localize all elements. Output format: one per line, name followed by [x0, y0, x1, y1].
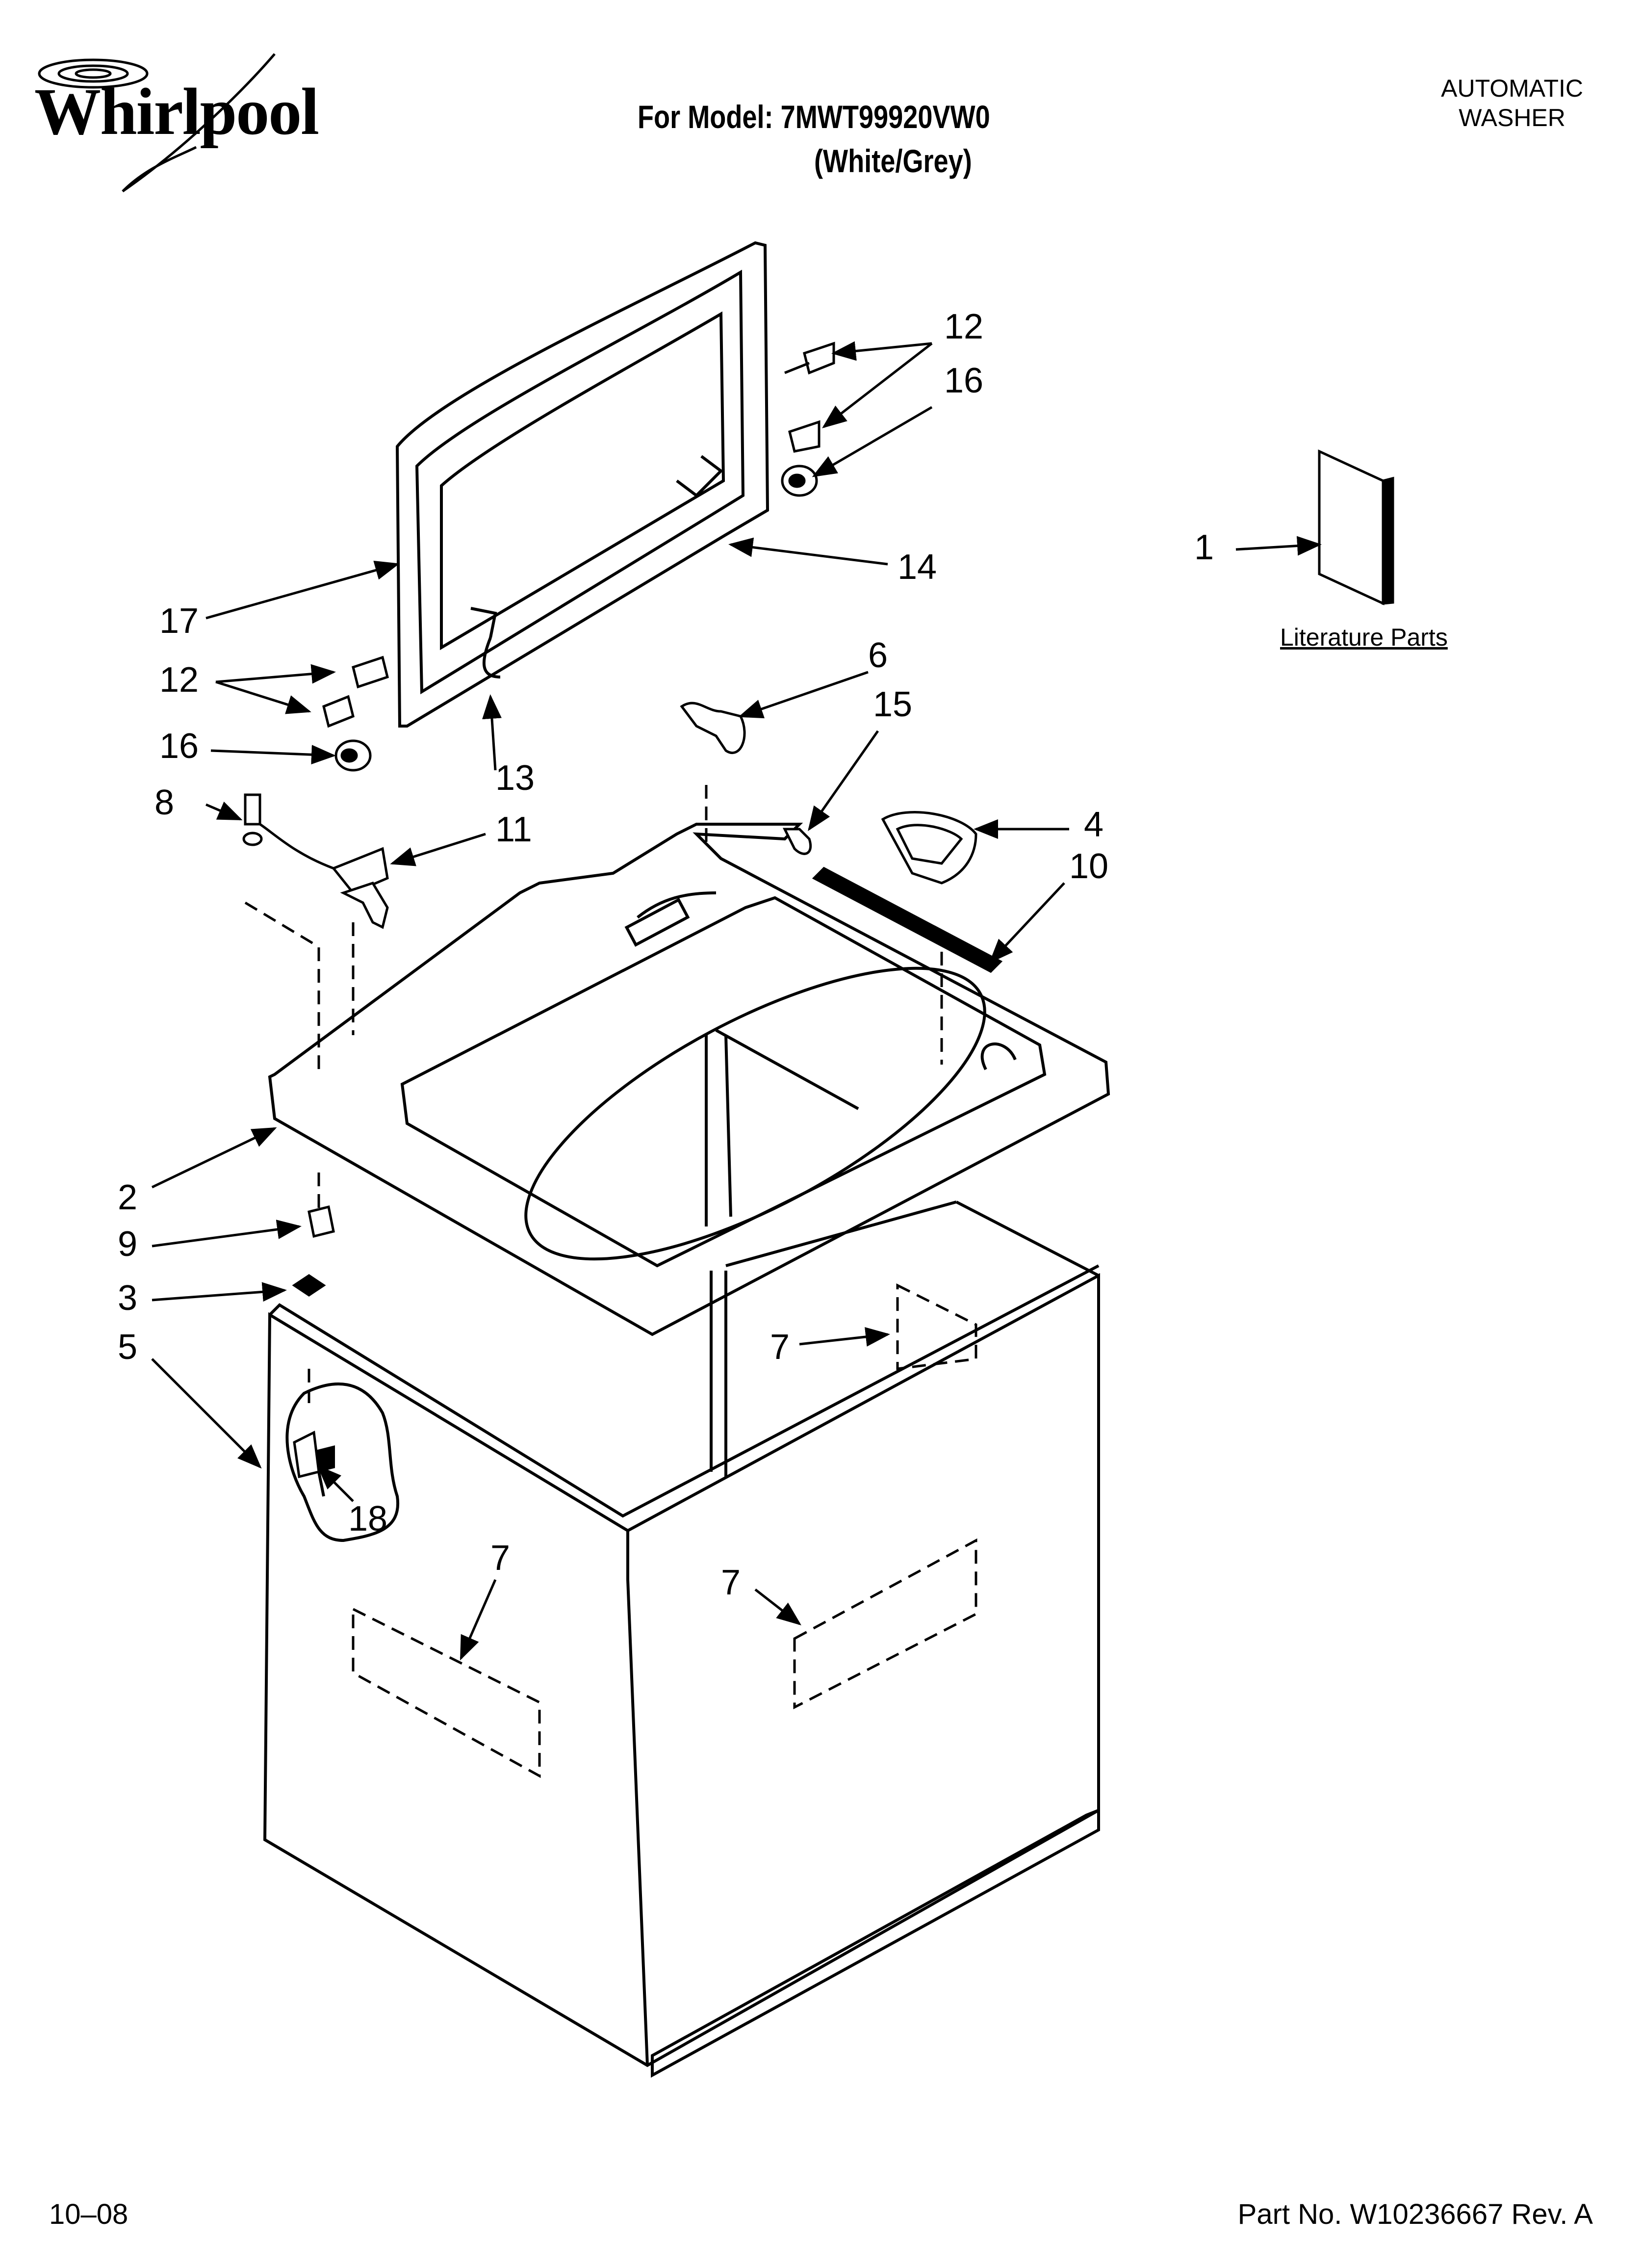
product-type: AUTOMATIC WASHER	[1441, 74, 1583, 132]
literature-parts-label: Literature Parts	[1280, 624, 1448, 651]
bleach-dispenser	[881, 811, 977, 885]
model-color: (White/Grey)	[814, 143, 972, 179]
hardware-parts	[242, 341, 1003, 1479]
callout-7a: 7	[770, 1328, 790, 1367]
hinge-screw-upper	[784, 341, 835, 375]
cabinet-screw	[293, 1431, 320, 1479]
callout-12b: 12	[159, 660, 199, 700]
ground-screw	[242, 793, 263, 846]
hinge-screw-lower	[788, 420, 821, 453]
callout-14: 14	[898, 547, 937, 587]
washer-top-panel	[268, 823, 1110, 1336]
leader-arrows	[151, 341, 1322, 1661]
part-number: Part No. W10236667 Rev. A	[1237, 2198, 1593, 2230]
date-code: 10–08	[49, 2198, 128, 2230]
callout-7c: 7	[721, 1563, 741, 1602]
callout-9: 9	[118, 1225, 137, 1264]
callout-17: 17	[159, 601, 199, 641]
logo-swirl	[38, 53, 276, 193]
washer-lid	[395, 241, 770, 728]
product-type-line1: AUTOMATIC	[1441, 75, 1583, 102]
callout-10: 10	[1069, 847, 1108, 886]
callout-8: 8	[154, 783, 174, 822]
callout-7b: 7	[490, 1538, 510, 1578]
callout-1: 1	[1194, 528, 1214, 567]
callout-11: 11	[495, 810, 532, 849]
wire-clip	[782, 828, 812, 855]
callout-5: 5	[118, 1328, 137, 1367]
callout-6: 6	[868, 636, 888, 675]
product-type-line2: WASHER	[1459, 104, 1565, 131]
nut	[308, 1205, 335, 1238]
clip-nut	[292, 1274, 326, 1297]
callout-4: 4	[1084, 805, 1103, 844]
hinge-bushing-right	[781, 465, 818, 497]
lid-clip	[680, 702, 746, 755]
callout-15: 15	[873, 685, 912, 724]
lid-switch	[259, 823, 389, 929]
callout-2: 2	[118, 1178, 137, 1217]
literature-booklet	[1318, 449, 1394, 605]
callout-12a: 12	[944, 307, 983, 346]
hinge-screw-left-1	[352, 655, 389, 689]
callout-18: 18	[348, 1499, 387, 1538]
washer-cabinet	[263, 1200, 1100, 2078]
callout-16b: 16	[159, 727, 199, 766]
callout-3: 3	[118, 1278, 137, 1318]
hidden-labels	[244, 785, 977, 1778]
callout-13: 13	[495, 758, 535, 798]
hinge-bushing-left	[334, 739, 372, 772]
callout-16a: 16	[944, 361, 983, 400]
hinge-screw-left-2	[322, 695, 355, 728]
callout-labels: 12 16 1 17 14 12 16 6 15 13 8 11 4 10 2 …	[118, 307, 1214, 1602]
model-number: For Model: 7MWT99920VW0	[638, 99, 990, 135]
